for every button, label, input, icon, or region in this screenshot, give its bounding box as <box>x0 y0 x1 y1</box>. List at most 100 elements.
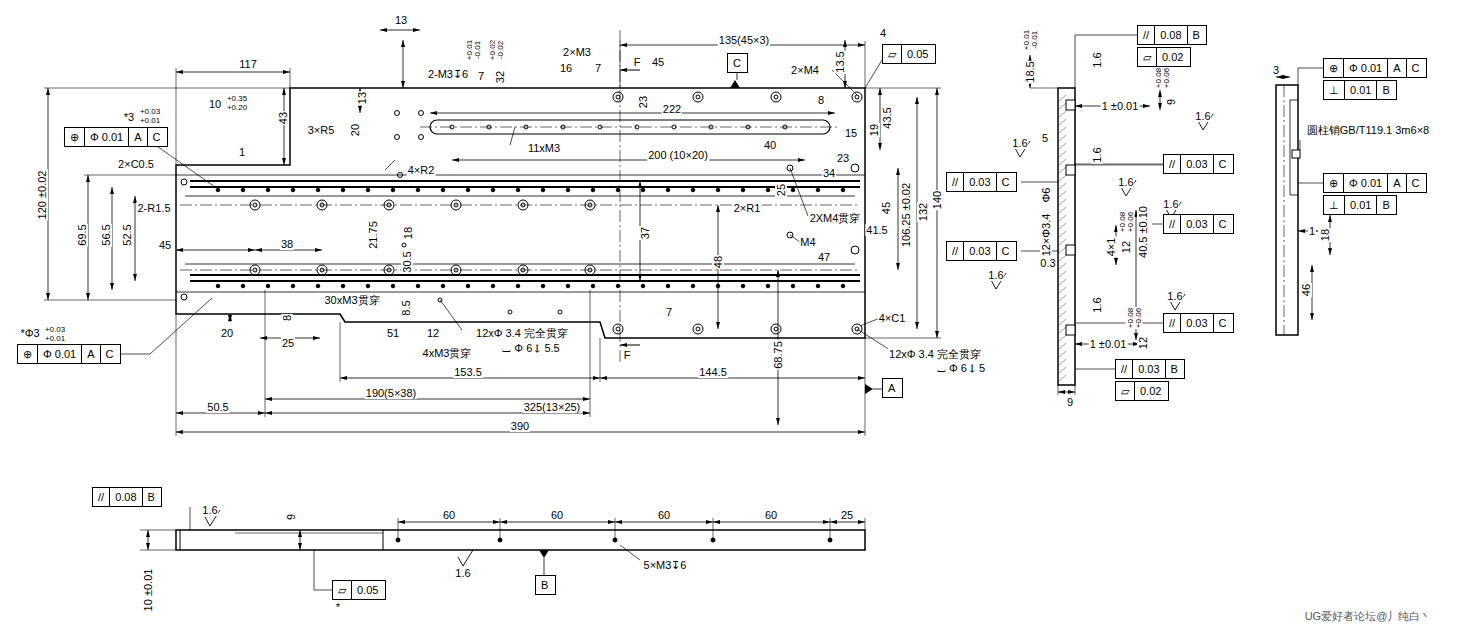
arrow-head <box>896 263 900 270</box>
hatch-line <box>1059 311 1066 317</box>
dimension-line <box>176 72 290 73</box>
dimension-text: 120 ±0.02 <box>36 170 48 221</box>
dimension-text: 5×M3↧6 <box>643 559 688 571</box>
hatch-line <box>1059 231 1066 237</box>
arrow-head <box>176 70 183 74</box>
arrow-head <box>500 520 507 524</box>
extension-line <box>1030 88 1058 89</box>
hatch-line <box>1059 143 1066 149</box>
side-outline <box>1276 85 1298 335</box>
frame-cell: A <box>128 128 146 146</box>
extension-line <box>290 68 291 88</box>
frame-cell: A <box>883 379 900 397</box>
arrow-head <box>620 68 627 72</box>
thread-hole <box>341 188 345 192</box>
hatch-line <box>1059 167 1066 173</box>
arrow-head <box>380 28 387 32</box>
arrow-head <box>176 248 183 252</box>
counterbore-hole <box>585 265 595 275</box>
drawing-line <box>873 389 882 390</box>
dimension-text: 40.5 ±0.10 <box>1137 205 1149 259</box>
arrow-head <box>452 158 459 162</box>
feature-control-frame: //0.03C <box>946 172 1017 192</box>
arrow-head <box>46 88 50 95</box>
thread-hole <box>791 284 795 288</box>
feature-control-frame: ⊥0.01B <box>1323 195 1397 215</box>
frame-cell: B <box>536 576 553 594</box>
arrow-head <box>828 111 835 115</box>
drawing-line <box>185 196 855 197</box>
dimension-text: 2×M4 <box>790 64 820 76</box>
dimension-text: 1.6 <box>201 504 218 516</box>
drawing-line <box>176 292 865 293</box>
extension-line <box>84 175 176 176</box>
dimension-text: 18 <box>1319 228 1331 242</box>
dimension-text: 60 <box>764 509 778 521</box>
thread-hole <box>466 188 470 192</box>
arrow-head <box>1328 248 1332 255</box>
leader-line <box>314 590 332 591</box>
frame-cell: 0.05 <box>901 45 933 63</box>
hatch-line <box>1059 207 1066 213</box>
dimension-text: 12×Φ3.4 <box>1040 213 1052 258</box>
thread-hole <box>366 188 370 192</box>
thread-hole <box>816 188 820 192</box>
arrow-head <box>146 543 150 550</box>
thread-hole <box>783 125 787 129</box>
counterbore-hole <box>852 92 862 102</box>
arrow-head <box>282 88 286 95</box>
drawing-line <box>737 73 738 80</box>
dimension-text: 5 <box>1041 132 1049 144</box>
thread-hole <box>441 188 445 192</box>
hatch-line <box>1059 263 1066 269</box>
arrow-head <box>260 336 267 340</box>
frame-cell: // <box>1164 314 1180 332</box>
hole <box>387 203 391 207</box>
frame-cell: 0.03 <box>1180 155 1212 173</box>
frame-cell: B <box>1187 26 1205 44</box>
leader-line <box>385 160 395 170</box>
arrow-head <box>255 248 262 252</box>
hole <box>696 327 700 331</box>
rail-edge <box>190 280 860 282</box>
leader-line <box>832 70 857 95</box>
arrow-head <box>915 322 919 329</box>
tolerance-text: -0.01 <box>473 40 482 60</box>
extension-line <box>865 338 941 339</box>
arrow-head <box>830 520 837 524</box>
feature-control-frame: ⊕Φ 0.01AC <box>17 344 121 364</box>
watermark: UG爱好者论坛@丿纯白丶 <box>1304 610 1433 622</box>
dimension-text: 12xΦ 3.4 完全贯穿 <box>475 327 569 339</box>
thread-hole <box>541 284 545 288</box>
dimension-text: 21.75 <box>367 220 379 250</box>
thread-hole <box>766 188 770 192</box>
hole <box>253 268 257 272</box>
dimension-text: 1.6 <box>1011 137 1028 149</box>
section-outline <box>1058 88 1075 385</box>
dimension-line <box>284 88 285 165</box>
hole <box>558 310 562 314</box>
frame-cell: Φ 0.01 <box>1343 174 1387 192</box>
arrow-head <box>398 520 405 524</box>
arrow-head <box>1158 90 1162 97</box>
hole <box>521 268 525 272</box>
counterbore-hole <box>693 92 703 102</box>
arrow-head <box>706 520 713 524</box>
frame-cell: 0.02 <box>1134 382 1166 400</box>
drawing-line <box>1290 195 1298 196</box>
hatch-line <box>1059 103 1066 109</box>
frame-cell: Φ 0.01 <box>84 128 128 146</box>
hatch-line <box>1059 127 1066 133</box>
frame-cell: ▱ <box>1138 48 1156 66</box>
hole <box>181 179 187 185</box>
extension-line <box>44 300 176 301</box>
thread-hole <box>266 284 270 288</box>
thread-hole <box>561 125 565 129</box>
thread-hole <box>498 538 502 542</box>
dimension-text: 1.6 <box>1091 146 1103 163</box>
dimension-text: 20 <box>220 327 234 339</box>
thread-hole <box>396 538 400 542</box>
frame-cell: // <box>1138 26 1154 44</box>
dimension-text: 13 <box>394 14 408 26</box>
arrow-head <box>583 397 590 401</box>
